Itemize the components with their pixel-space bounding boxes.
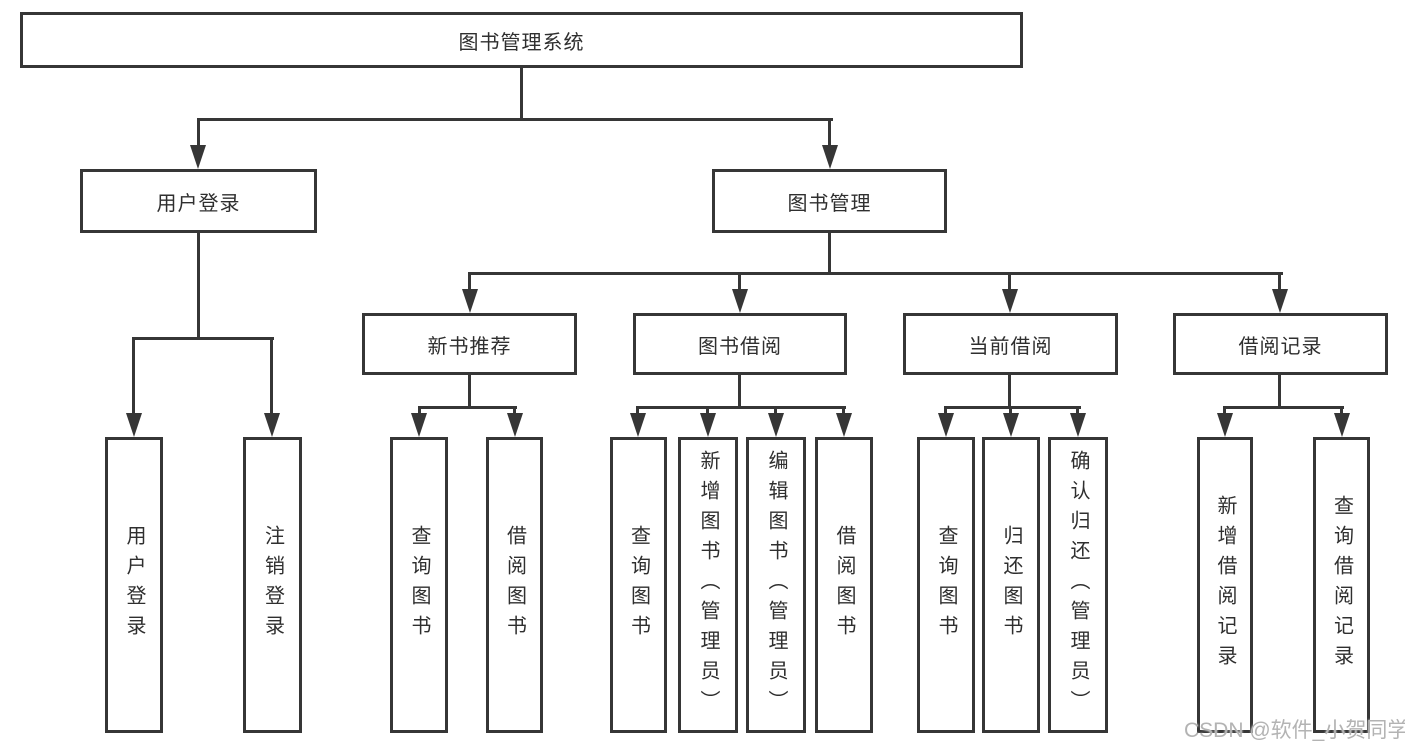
connector-g5-leaf2-stem <box>1340 406 1343 416</box>
csdn-watermark: CSDN @软件_小贺同学 <box>1184 719 1405 742</box>
arrowhead-borrow-records <box>1272 289 1288 313</box>
connector-leaf-logout-stem <box>270 337 273 415</box>
leaf-return-books-label: 归还图书 <box>1000 525 1022 645</box>
arrowhead-book-mgmt <box>822 145 838 169</box>
leaf-logout: 注销登录 <box>243 437 302 733</box>
node-root-label: 图书管理系统 <box>458 31 585 54</box>
node-current-borrow: 当前借阅 <box>903 313 1118 375</box>
leaf-add-books-admin-label: 新增图书（管理员） <box>697 450 719 720</box>
arrowhead-g3-leaf2 <box>700 413 716 437</box>
arrowhead-g4-leaf2 <box>1003 413 1019 437</box>
connector-g2-leaf1-stem <box>418 406 421 416</box>
leaf-query-borrow-record-label: 查询借阅记录 <box>1330 495 1353 675</box>
connector-current-borrow-bus <box>944 406 1081 409</box>
connector-book-borrow-stem <box>738 272 741 292</box>
connector-g2-leaf2-stem <box>513 406 516 416</box>
node-borrow-records-label: 借阅记录 <box>1238 335 1323 358</box>
arrowhead-current-borrow <box>1002 289 1018 313</box>
leaf-add-borrow-record-label: 新增借阅记录 <box>1214 495 1236 675</box>
leaf-confirm-return-admin-label: 确认归还（管理员） <box>1067 450 1089 720</box>
leaf-confirm-return-admin: 确认归还（管理员） <box>1048 437 1108 733</box>
arrowhead-leaf-login <box>126 413 142 437</box>
leaf-return-books: 归还图书 <box>982 437 1040 733</box>
connector-level2-bus <box>197 118 833 121</box>
arrowhead-book-borrow <box>732 289 748 313</box>
leaf-query-books-current: 查询图书 <box>917 437 975 733</box>
connector-g4-leaf3-stem <box>1076 406 1079 416</box>
leaf-edit-books-admin: 编辑图书（管理员） <box>746 437 806 733</box>
connector-level3-bus <box>469 272 1283 275</box>
connector-user-login-stub <box>197 233 200 337</box>
node-book-mgmt: 图书管理 <box>712 169 947 233</box>
leaf-query-books-newbooks: 查询图书 <box>390 437 448 733</box>
connector-current-borrow-stub <box>1008 375 1011 406</box>
arrowhead-g3-leaf4 <box>836 413 852 437</box>
connector-book-borrow-bus <box>636 406 846 409</box>
leaf-add-books-admin: 新增图书（管理员） <box>678 437 738 733</box>
connector-borrow-records-stub <box>1278 375 1281 406</box>
leaf-borrow-books-newbooks-label: 借阅图书 <box>503 525 526 645</box>
node-new-books: 新书推荐 <box>362 313 577 375</box>
arrowhead-user-login <box>190 145 206 169</box>
connector-book-mgmt-stub <box>828 233 831 272</box>
leaf-query-books-borrow: 查询图书 <box>610 437 667 733</box>
leaf-borrow-books-newbooks: 借阅图书 <box>486 437 543 733</box>
connector-new-books-bus <box>418 406 517 409</box>
node-book-borrow: 图书借阅 <box>633 313 847 375</box>
connector-g3-leaf4-stem <box>842 406 845 416</box>
leaf-add-borrow-record: 新增借阅记录 <box>1197 437 1253 733</box>
connector-new-books-stem <box>468 272 471 292</box>
connector-borrow-records-stem <box>1278 272 1281 292</box>
connector-book-borrow-stub <box>738 375 741 406</box>
node-user-login: 用户登录 <box>80 169 317 233</box>
arrowhead-g5-leaf1 <box>1217 413 1233 437</box>
arrowhead-g3-leaf3 <box>768 413 784 437</box>
connector-book-mgmt-stem <box>828 118 831 148</box>
node-user-login-label: 用户登录 <box>156 192 241 215</box>
connector-g3-leaf3-stem <box>774 406 777 416</box>
connector-g3-leaf2-stem <box>706 406 709 416</box>
leaf-borrow-books-borrow-label: 借阅图书 <box>833 525 855 645</box>
leaf-borrow-books-borrow: 借阅图书 <box>815 437 873 733</box>
node-current-borrow-label: 当前借阅 <box>968 335 1053 358</box>
node-book-borrow-label: 图书借阅 <box>698 335 782 358</box>
arrowhead-g2-leaf1 <box>411 413 427 437</box>
connector-g4-leaf1-stem <box>944 406 947 416</box>
node-root: 图书管理系统 <box>20 12 1023 68</box>
connector-borrow-records-bus <box>1223 406 1344 409</box>
leaf-logout-label: 注销登录 <box>261 525 284 645</box>
leaf-edit-books-admin-label: 编辑图书（管理员） <box>765 450 787 720</box>
arrowhead-new-books <box>462 289 478 313</box>
connector-user-login-bus <box>133 337 274 340</box>
arrowhead-g4-leaf3 <box>1070 413 1086 437</box>
arrowhead-g5-leaf2 <box>1334 413 1350 437</box>
connector-new-books-stub <box>468 375 471 406</box>
leaf-query-borrow-record: 查询借阅记录 <box>1313 437 1370 733</box>
arrowhead-g3-leaf1 <box>630 413 646 437</box>
node-new-books-label: 新书推荐 <box>427 335 512 358</box>
connector-leaf-login-stem <box>132 337 135 415</box>
connector-root-stub <box>520 68 523 118</box>
node-book-mgmt-label: 图书管理 <box>787 192 872 215</box>
connector-g5-leaf1-stem <box>1223 406 1226 416</box>
leaf-query-books-newbooks-label: 查询图书 <box>408 525 430 645</box>
leaf-user-login: 用户登录 <box>105 437 163 733</box>
connector-g3-leaf1-stem <box>636 406 639 416</box>
leaf-user-login-label: 用户登录 <box>123 525 145 645</box>
connector-user-login-stem <box>197 118 200 148</box>
arrowhead-leaf-logout <box>264 413 280 437</box>
arrowhead-g4-leaf1 <box>938 413 954 437</box>
connector-g4-leaf2-stem <box>1009 406 1012 416</box>
arrowhead-g2-leaf2 <box>507 413 523 437</box>
leaf-query-books-borrow-label: 查询图书 <box>627 525 650 645</box>
connector-current-borrow-stem <box>1008 272 1011 292</box>
leaf-query-books-current-label: 查询图书 <box>935 525 957 645</box>
node-borrow-records: 借阅记录 <box>1173 313 1388 375</box>
